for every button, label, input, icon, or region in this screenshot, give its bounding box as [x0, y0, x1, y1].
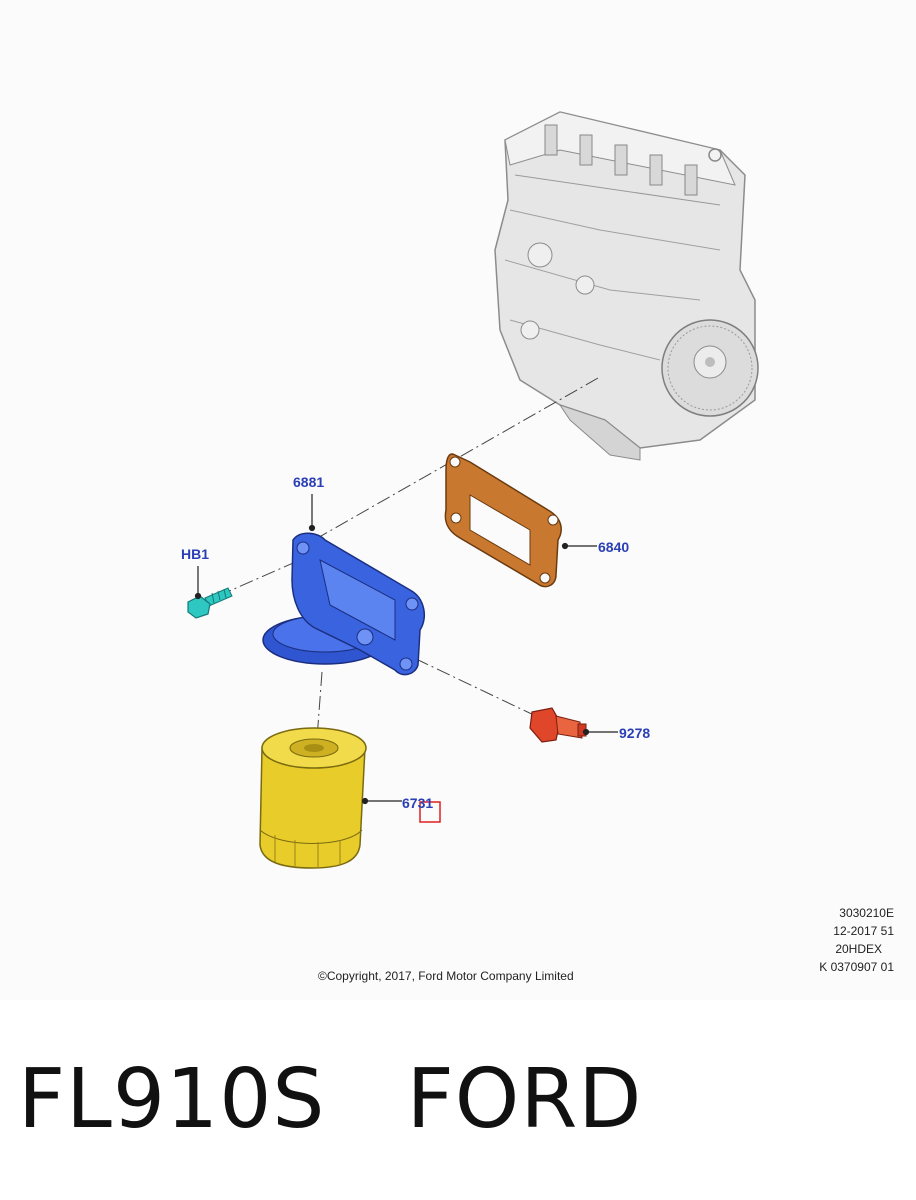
- callout-bolt-hb1[interactable]: HB1: [181, 546, 210, 562]
- oil-filter-adapter-housing[interactable]: [262, 532, 426, 676]
- oil-filter-adapter-gasket[interactable]: [444, 453, 562, 588]
- oil-filter[interactable]: [259, 727, 367, 869]
- ref-date: 12-2017 51: [833, 924, 894, 938]
- parts-diagram: [187, 111, 759, 869]
- bolt-hb1[interactable]: [187, 587, 233, 619]
- part-number: FL910S: [18, 1052, 326, 1147]
- ref-id: K 0370907 01: [819, 960, 894, 974]
- engine-block-image: [494, 111, 759, 461]
- brand-name: FORD: [406, 1052, 643, 1147]
- part-title: FL910S FORD: [18, 1052, 642, 1147]
- ref-engine: 20HDEX: [835, 942, 882, 956]
- callout-sensor-9278[interactable]: 9278: [619, 725, 651, 741]
- selection-marker: [419, 801, 441, 823]
- callout-adapter-6881[interactable]: 6881: [293, 474, 325, 490]
- callout-gasket-6840[interactable]: 6840: [598, 539, 630, 555]
- copyright-notice: ©Copyright, 2017, Ford Motor Company Lim…: [318, 969, 574, 983]
- callout-filter-6731[interactable]: 6731: [402, 795, 434, 811]
- footer-band: [0, 1000, 916, 1200]
- callout-leaders: [194, 494, 618, 805]
- oil-pressure-sensor[interactable]: [529, 707, 587, 743]
- ref-code: 3030210E: [839, 906, 894, 920]
